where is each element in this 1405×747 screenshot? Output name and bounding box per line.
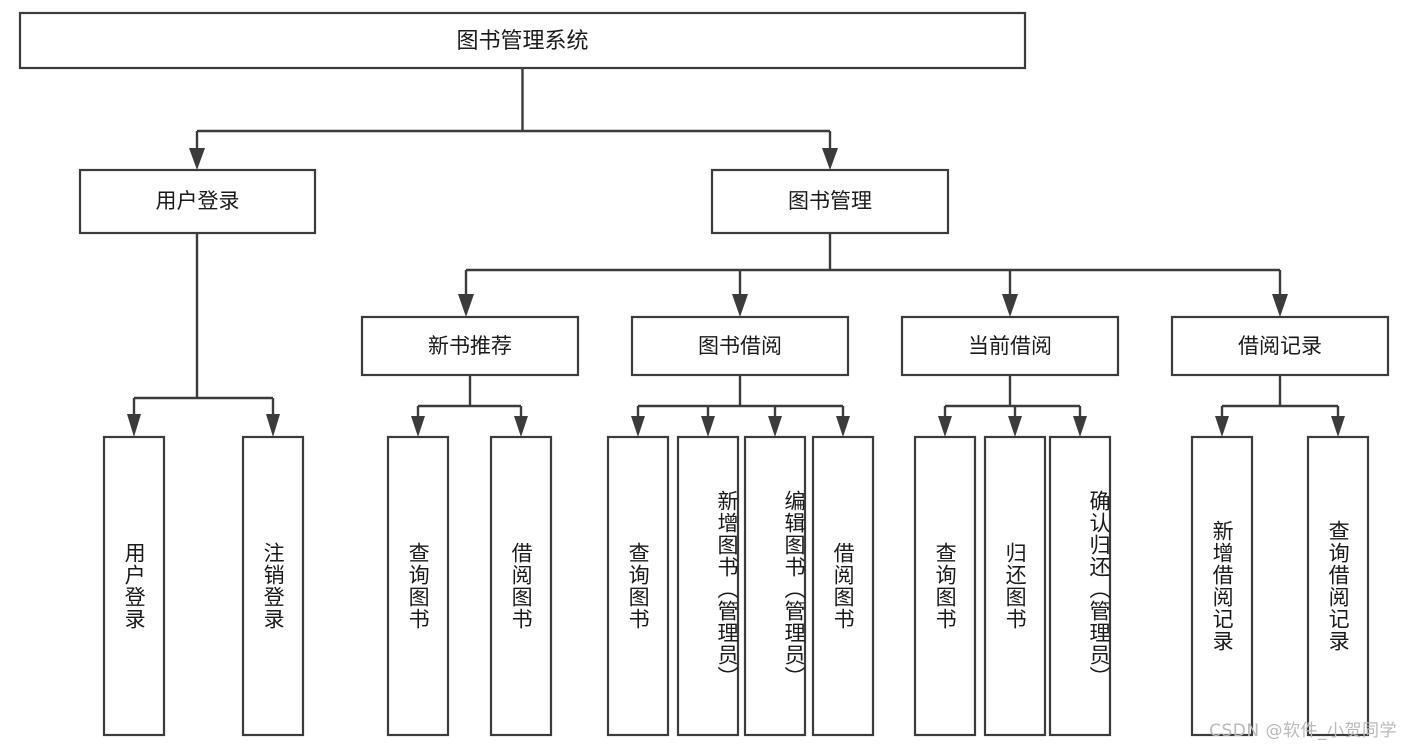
arrow-head-bb-borrow-book	[836, 416, 850, 437]
connector-group-root-to-level2	[189, 68, 838, 170]
node-box-book-manage[interactable]	[710, 168, 950, 235]
connector-group-current-borrow-to-leaves	[938, 375, 1087, 437]
connector-group-book-manage-to-level3	[458, 233, 1288, 317]
node-label-root: 图书管理系统	[456, 29, 588, 54]
arrow-head-cb-return-book	[1008, 416, 1022, 437]
arrow-head-cb-confirm-return	[1073, 416, 1087, 437]
node-box-leaf-nb-borrow-book[interactable]	[489, 435, 553, 737]
node-label-user-login: 用户登录	[156, 189, 240, 213]
arrow-head-bb-edit-book	[768, 416, 782, 437]
node-label-current-borrow: 当前借阅	[968, 334, 1052, 358]
arrow-head-nb-query-book	[411, 416, 425, 437]
node-box-leaf-cb-query-book[interactable]	[913, 435, 977, 737]
arrow-head-current-borrow	[1002, 294, 1018, 317]
arrow-head-cb-query-book	[938, 416, 952, 437]
node-box-leaf-bb-add-book[interactable]	[676, 435, 740, 737]
arrow-head-br-query-record	[1331, 416, 1345, 437]
node-box-book-borrow[interactable]	[630, 315, 850, 377]
node-label-new-book-recommend: 新书推荐	[428, 334, 512, 358]
node-box-leaf-user-login[interactable]	[102, 435, 166, 737]
node-box-new-book-recommend[interactable]	[360, 315, 580, 377]
node-box-leaf-cb-return-book[interactable]	[983, 435, 1047, 737]
arrow-head-bb-query-book	[631, 416, 645, 437]
arrow-head-nb-borrow-book	[514, 416, 528, 437]
node-label-borrow-record: 借阅记录	[1238, 334, 1322, 358]
node-box-borrow-record[interactable]	[1170, 315, 1390, 377]
node-box-user-login[interactable]	[78, 168, 317, 235]
arrow-head-bb-add-book	[701, 416, 715, 437]
arrow-head-leaf-user-login	[127, 414, 141, 437]
node-box-leaf-bb-edit-book[interactable]	[743, 435, 807, 737]
node-box-leaf-br-query-record[interactable]	[1306, 435, 1370, 737]
node-box-leaf-nb-query-book[interactable]	[386, 435, 450, 737]
node-label-book-borrow: 图书借阅	[698, 334, 782, 358]
connector-group-book-borrow-to-leaves	[631, 375, 850, 437]
arrow-head-leaf-logout	[266, 414, 280, 437]
arrow-head-user-login	[189, 148, 205, 170]
connector-group-new-book-to-leaves	[411, 375, 528, 437]
arrow-head-new-book	[458, 294, 474, 317]
node-box-leaf-cb-confirm-return[interactable]	[1048, 435, 1112, 737]
arrow-head-book-borrow	[732, 294, 748, 317]
arrow-head-br-add-record	[1215, 416, 1229, 437]
node-box-leaf-bb-query-book[interactable]	[606, 435, 670, 737]
connector-group-borrow-record-to-leaves	[1215, 375, 1345, 437]
csdn-watermark: CSDN @软件_小贺同学	[1209, 721, 1397, 741]
node-box-root[interactable]	[18, 11, 1027, 70]
connector-group-user-login-to-leaves	[127, 233, 280, 437]
node-box-leaf-logout[interactable]	[241, 435, 305, 737]
node-box-current-borrow[interactable]	[900, 315, 1120, 377]
arrow-head-borrow-record	[1272, 294, 1288, 317]
node-box-leaf-bb-borrow-book[interactable]	[811, 435, 875, 737]
node-box-leaf-br-add-record[interactable]	[1190, 435, 1254, 737]
node-label-book-manage: 图书管理	[788, 189, 872, 213]
arrow-head-book-manage	[822, 148, 838, 170]
